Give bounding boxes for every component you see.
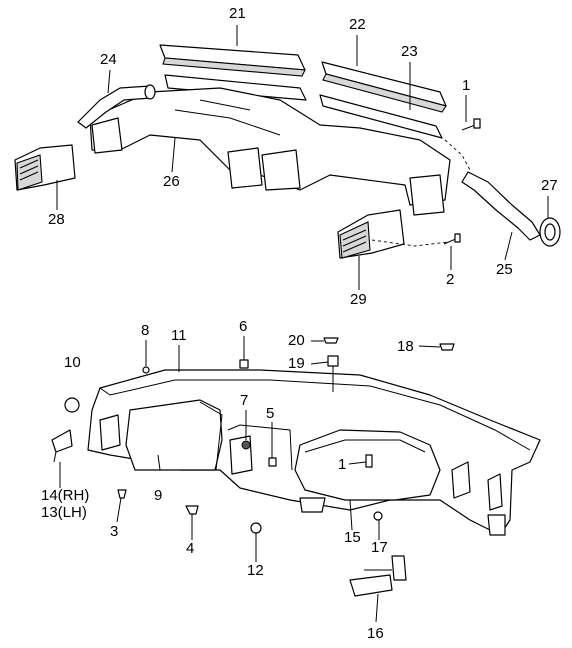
- clip-17: [373, 511, 383, 521]
- side-vent-29: [337, 209, 405, 259]
- callout-26: 26: [163, 173, 180, 190]
- defroster-nozzle-21: [159, 44, 306, 77]
- plug-10: [64, 397, 80, 413]
- callout-13-lh: 13(LH): [41, 504, 87, 521]
- callout-24: 24: [100, 51, 117, 68]
- clip-7: [241, 440, 251, 450]
- hose-25: [461, 171, 541, 241]
- clip-18: [439, 343, 455, 351]
- screw-2: [443, 233, 461, 245]
- center-duct-26: [89, 87, 451, 216]
- bracket-14-13: [51, 429, 73, 463]
- callout-14-rh: 14(RH): [41, 487, 90, 504]
- callout-3: 3: [110, 523, 119, 540]
- callout-23: 23: [401, 43, 418, 60]
- callout-1-upper: 1: [462, 77, 471, 94]
- callout-25: 25: [496, 261, 513, 278]
- side-nozzle-upper: [164, 74, 307, 101]
- clip-3: [117, 489, 127, 499]
- callout-11: 11: [171, 327, 187, 344]
- screw-1-upper: [461, 118, 481, 131]
- defroster-nozzle-22: [321, 61, 447, 113]
- callout-28: 28: [48, 211, 65, 228]
- callout-8: 8: [141, 322, 150, 339]
- clip-5: [268, 457, 277, 467]
- callout-18: 18: [397, 338, 414, 355]
- ring-27: [539, 217, 561, 247]
- callout-27: 27: [541, 177, 558, 194]
- crash-pad-11: [87, 369, 541, 536]
- callout-1-lower: 1: [338, 456, 347, 473]
- callout-7: 7: [240, 392, 249, 409]
- clip-4: [185, 505, 199, 515]
- clip-19: [327, 355, 339, 367]
- callout-5: 5: [266, 405, 275, 422]
- callout-4: 4: [186, 540, 195, 557]
- callout-9: 9: [154, 487, 163, 504]
- defroster-nozzle-23: [319, 94, 443, 139]
- bracket-16: [349, 555, 407, 597]
- callout-16: 16: [367, 625, 384, 642]
- callout-15: 15: [344, 529, 361, 546]
- clip-20: [323, 337, 339, 344]
- callout-6: 6: [239, 318, 248, 335]
- clip-6: [239, 359, 249, 369]
- side-vent-28: [14, 144, 76, 191]
- callout-29: 29: [350, 291, 367, 308]
- clip-12: [250, 522, 262, 534]
- callout-12: 12: [247, 562, 264, 579]
- callout-20: 20: [288, 332, 305, 349]
- callout-21: 21: [229, 5, 246, 22]
- callout-2: 2: [446, 271, 455, 288]
- callout-19: 19: [288, 355, 305, 372]
- leader-lines: [56, 25, 549, 623]
- hose-24: [77, 84, 156, 129]
- screw-1-lower: [365, 454, 373, 468]
- callout-22: 22: [349, 16, 366, 33]
- callout-17: 17: [371, 539, 388, 556]
- callout-10: 10: [64, 354, 81, 371]
- clip-8: [142, 366, 150, 374]
